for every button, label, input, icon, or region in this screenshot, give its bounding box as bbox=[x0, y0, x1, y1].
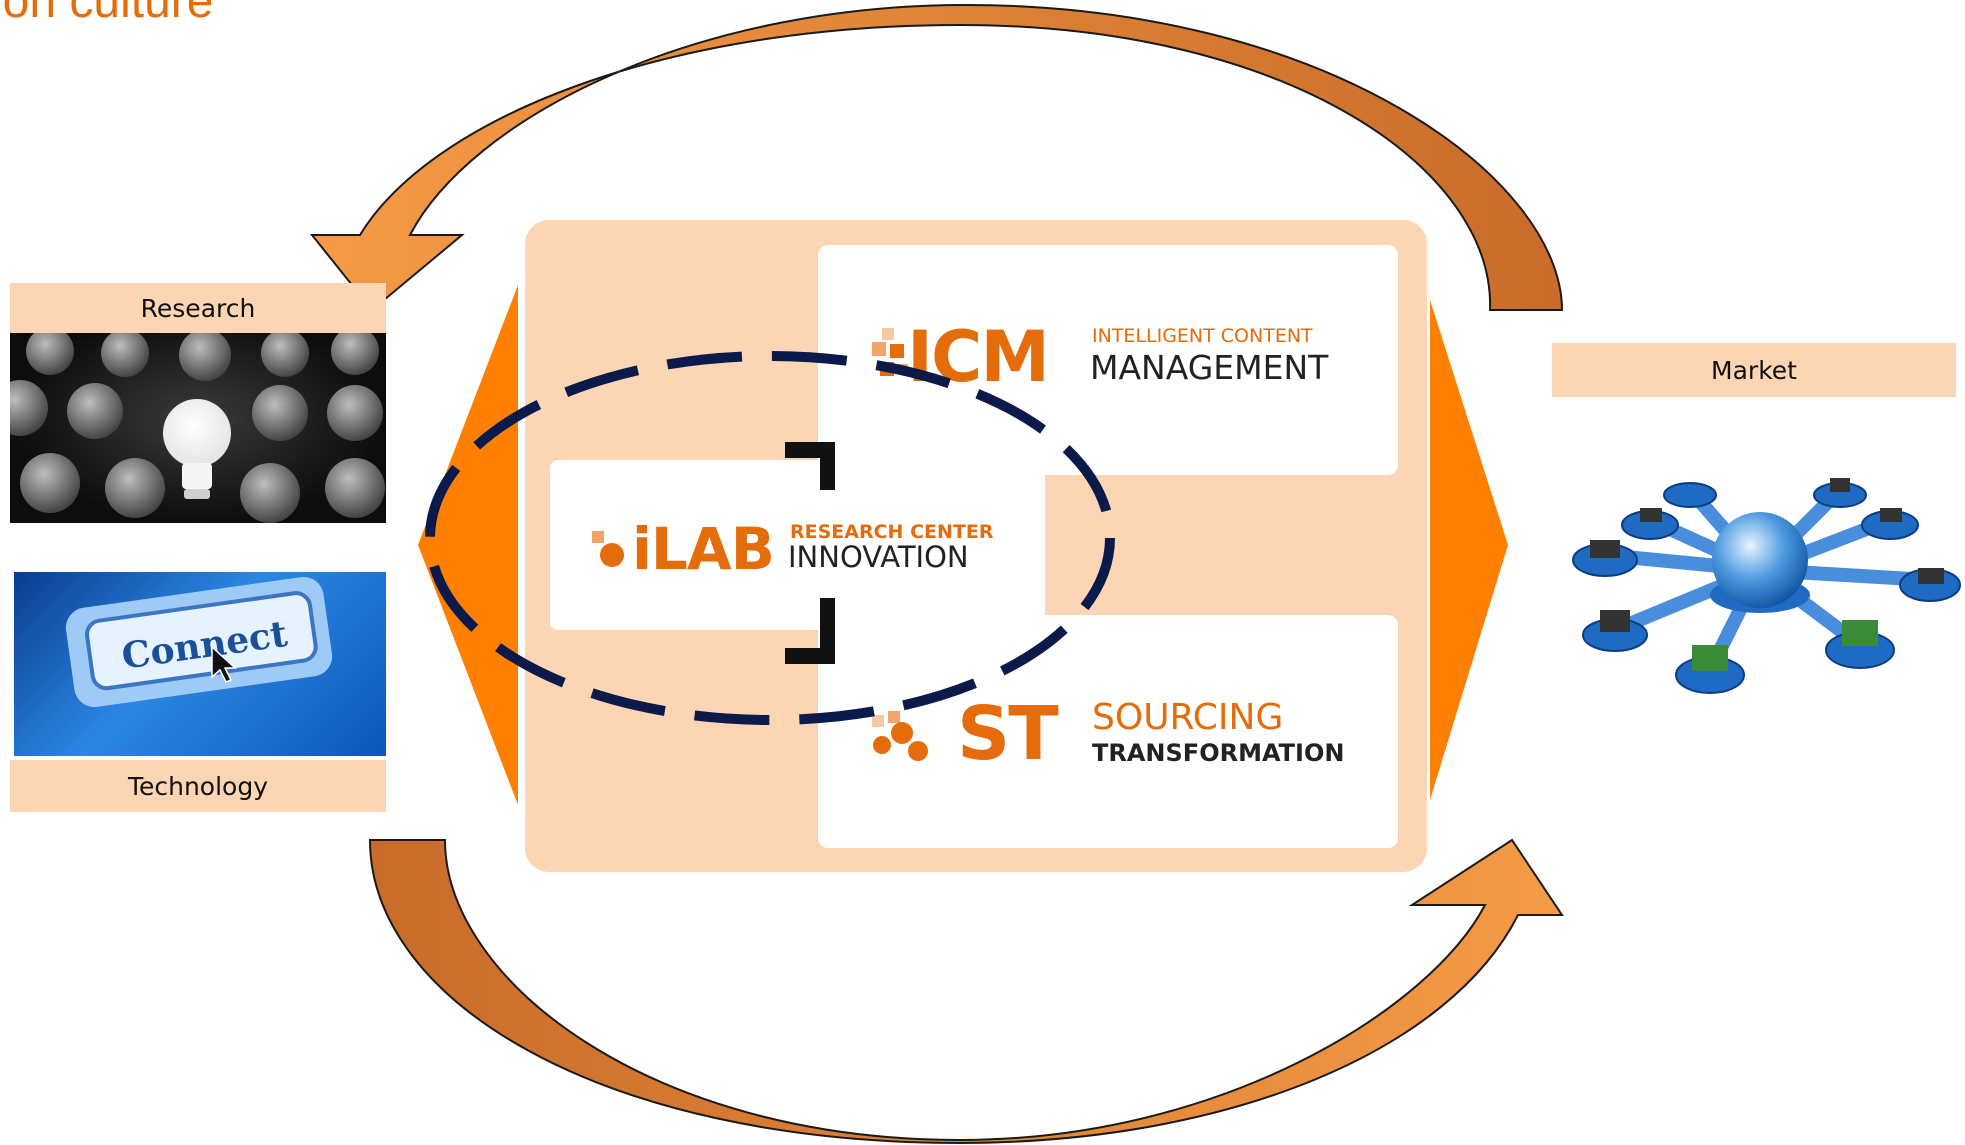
technology-label: Technology bbox=[10, 760, 386, 812]
icm-box bbox=[818, 245, 1398, 475]
st-logo: ST SOURCING TRANSFORMATION bbox=[862, 691, 1362, 777]
research-label-text: Research bbox=[140, 293, 256, 323]
page-title: ion culture bbox=[0, 0, 214, 28]
market-label: Market bbox=[1552, 343, 1956, 397]
left-orange-triangle bbox=[418, 285, 518, 805]
market-label-text: Market bbox=[1711, 355, 1797, 385]
icm-tagline-top: INTELLIGENT CONTENT bbox=[1092, 325, 1313, 347]
icm-tagline-bottom: MANAGEMENT bbox=[1090, 348, 1329, 387]
lightbulb-grid-image bbox=[10, 333, 386, 523]
ilab-tagline-top: RESEARCH CENTER bbox=[790, 521, 994, 543]
bottom-bracket bbox=[785, 598, 835, 664]
connect-icon: Connect bbox=[65, 576, 333, 708]
right-orange-triangle bbox=[1430, 300, 1508, 800]
network-globe-image bbox=[1560, 460, 1964, 710]
st-box bbox=[818, 615, 1398, 848]
ilab-tagline-bottom: INNOVATION bbox=[788, 540, 969, 574]
technology-label-text: Technology bbox=[127, 771, 269, 801]
network-icon bbox=[1572, 478, 1961, 694]
st-tagline-top: SOURCING bbox=[1092, 697, 1284, 738]
bottom-cycle-arrow-icon bbox=[368, 838, 1564, 1145]
st-name: ST bbox=[957, 691, 1059, 777]
icm-name: ICM bbox=[907, 316, 1050, 398]
research-label: Research bbox=[10, 283, 386, 333]
ilab-box bbox=[550, 460, 1045, 630]
st-dots-icon bbox=[872, 711, 928, 761]
top-bracket bbox=[785, 442, 835, 490]
ilab-logo: iLAB RESEARCH CENTER INNOVATION bbox=[590, 515, 1030, 585]
icm-logo: ICM INTELLIGENT CONTENT MANAGEMENT bbox=[862, 316, 1362, 398]
ilab-dots-icon bbox=[592, 531, 624, 567]
ilab-name: iLAB bbox=[632, 515, 775, 583]
lightbulbs-icon bbox=[10, 333, 385, 523]
top-cycle-arrow-icon bbox=[309, 3, 1564, 312]
st-tagline-bottom: TRANSFORMATION bbox=[1092, 739, 1345, 767]
connect-button-image: Connect bbox=[14, 572, 386, 756]
